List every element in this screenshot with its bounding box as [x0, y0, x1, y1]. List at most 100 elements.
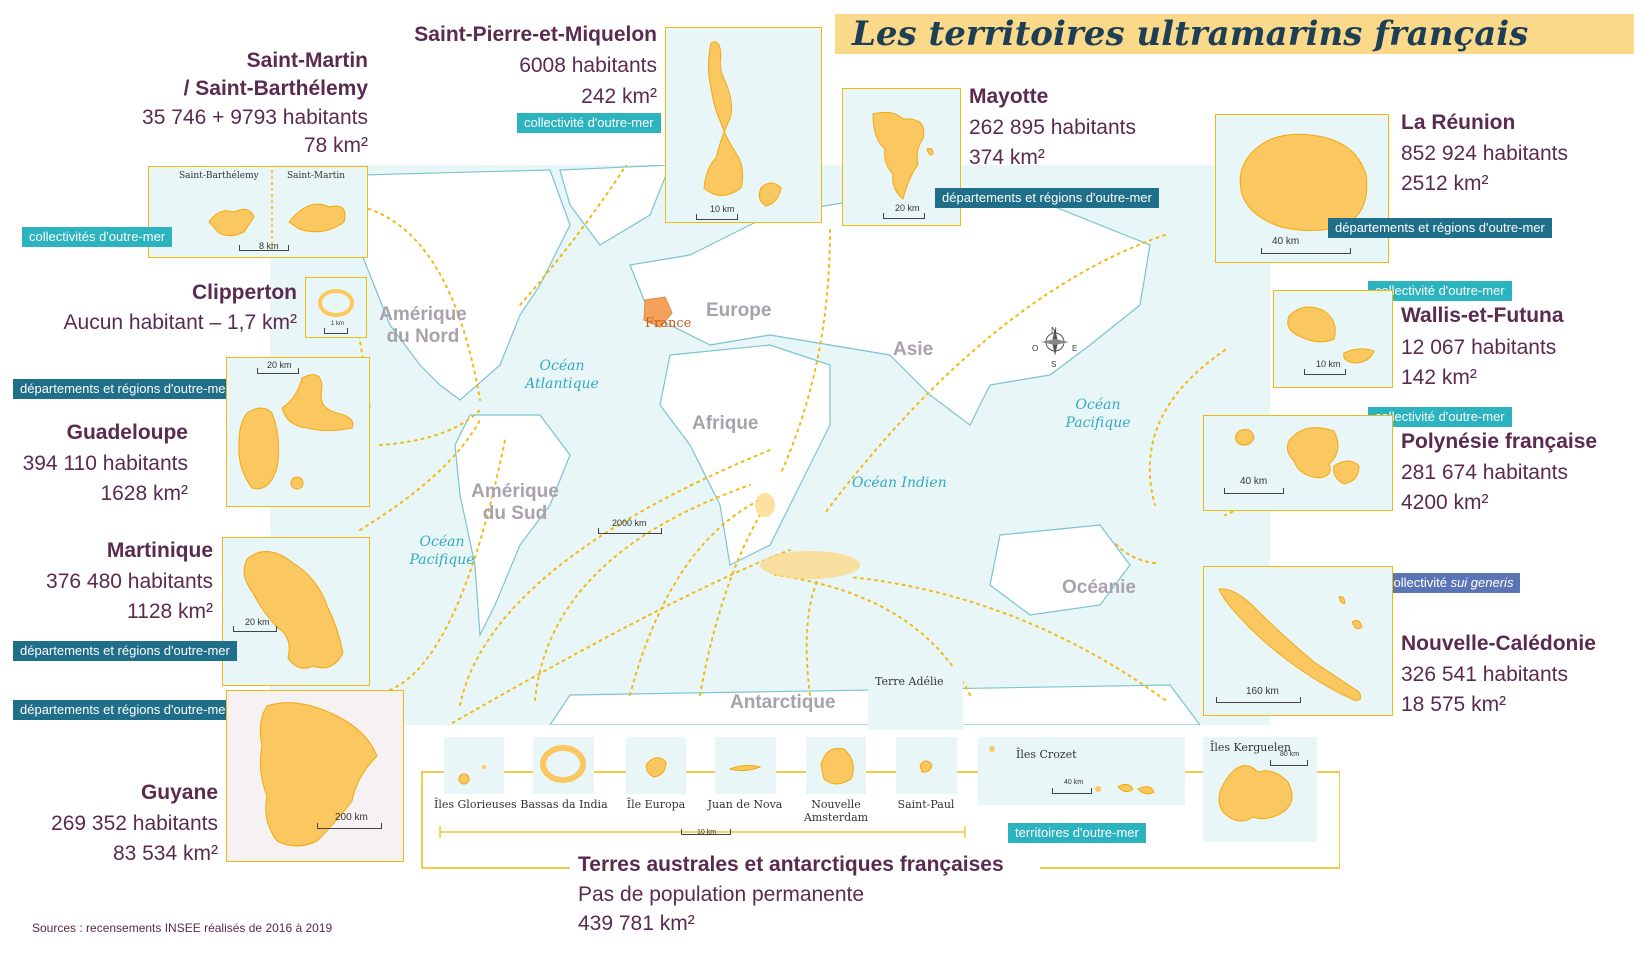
reunion-scale: 40 km: [1272, 236, 1300, 247]
label-ocean-pacifique-west: Océan Pacifique: [409, 534, 475, 568]
label-ocean-pacifique-east: Océan Pacifique: [1065, 397, 1131, 431]
guyane-area: 83 534 km²: [112, 842, 218, 865]
martinique-inset: 20 km: [222, 537, 370, 686]
taaf-area: 439 781 km²: [578, 912, 695, 935]
taaf-status-badge: territoires d'outre-mer: [1008, 823, 1146, 843]
nc-population: 326 541 habitants: [1401, 663, 1568, 686]
guadeloupe-name: Guadeloupe: [66, 421, 188, 444]
martinique-area: 1128 km²: [127, 600, 213, 623]
martinique-population: 376 480 habitants: [46, 570, 213, 593]
taaf-small-scale-bar: [681, 829, 731, 835]
reunion-inset: 40 km: [1215, 114, 1389, 263]
label-afrique: Afrique: [692, 413, 759, 434]
connector-guyane: [389, 439, 506, 691]
polynesie-islands: [1235, 427, 1360, 485]
guyane-inset: 200 km: [226, 690, 404, 862]
europa-tile: [626, 737, 686, 794]
label-oceanie: Océanie: [1062, 577, 1136, 598]
world-map: [270, 165, 1270, 725]
taaf-population: Pas de population permanente: [578, 883, 865, 906]
wallis-area: 142 km²: [1401, 366, 1477, 389]
saint-paul-tile: [896, 737, 957, 794]
label-iles-crozet: Îles Crozet: [1016, 748, 1077, 761]
crozet-scale-bar: [1052, 788, 1092, 794]
polynesie-scale: 40 km: [1240, 476, 1268, 487]
label-france: France: [645, 316, 692, 331]
polynesie-name: Polynésie française: [1401, 430, 1598, 453]
spm-name: Saint-Pierre-et-Miquelon: [414, 23, 657, 46]
terre-adelie-tile: [868, 668, 963, 730]
martinique-status-badge: départements et régions d'outre-mer: [13, 641, 237, 661]
label-ocean-indien: Océan Indien: [852, 475, 947, 491]
reunion-status-badge: départements et régions d'outre-mer: [1328, 218, 1552, 238]
label-nouvelle-amsterdam: Nouvelle Amsterdam: [803, 798, 869, 824]
map-title: Les territoires ultramarins français: [852, 14, 1529, 54]
nc-islands: [1218, 588, 1363, 701]
nc-scale-bar: [1216, 697, 1301, 703]
clipperton-scale: 1 km: [331, 321, 345, 327]
france-shape: [643, 296, 673, 328]
polynesie-inset: 40 km: [1203, 415, 1393, 511]
label-ocean-atlantique: Océan Atlantique: [525, 358, 599, 392]
compass-rose: [1041, 328, 1069, 356]
clipperton-atoll: [318, 289, 354, 317]
saint-martin-islands: [208, 170, 346, 252]
connector-polynesie: [1224, 494, 1256, 516]
reunion-population: 852 924 habitants: [1401, 142, 1568, 165]
taaf-southern-area: [760, 551, 860, 579]
saint-martin-scale-bar: [239, 245, 289, 251]
mayotte-name: Mayotte: [969, 85, 1049, 108]
reunion-island: [1239, 133, 1368, 232]
saint-martin-scale: 8 km: [259, 241, 279, 251]
spm-status-badge: collectivité d'outre-mer: [517, 113, 661, 133]
mayotte-status-badge: départements et régions d'outre-mer: [935, 188, 1159, 208]
wallis-population: 12 067 habitants: [1401, 336, 1557, 359]
taaf-small-scale: 10 km: [697, 829, 717, 836]
guadeloupe-scale-bar: [257, 368, 299, 374]
label-europe: Europe: [706, 300, 772, 321]
spm-area: 242 km²: [581, 85, 657, 108]
world-scale-bar: [598, 528, 662, 534]
label-juan-de-nova: Juan de Nova: [707, 798, 783, 811]
mayotte-island: [872, 111, 934, 200]
guadeloupe-area: 1628 km²: [100, 482, 188, 505]
label-amerique-nord: Amérique du Nord: [379, 304, 467, 347]
spm-scale-bar: [696, 214, 738, 220]
wallis-scale-bar: [1304, 369, 1346, 375]
spm-scale: 10 km: [710, 204, 735, 214]
compass-e: E: [1072, 344, 1078, 353]
martinique-name: Martinique: [106, 539, 213, 562]
connector-martinique: [359, 419, 481, 531]
nc-scale: 160 km: [1246, 686, 1279, 697]
spm-inset: 10 km: [665, 27, 822, 223]
africa-shape: [659, 344, 831, 566]
connector-glorieuses: [459, 449, 771, 706]
guadeloupe-islands: [238, 374, 354, 490]
polynesie-population: 281 674 habitants: [1401, 461, 1568, 484]
label-iles-kerguelen: Îles Kerguelen: [1210, 741, 1291, 754]
connector-amsterdam: [805, 574, 821, 696]
guyane-population: 269 352 habitants: [51, 812, 218, 835]
reunion-scale-bar: [1261, 248, 1351, 254]
mayotte-scale-bar: [883, 213, 925, 219]
polynesie-scale-bar: [1224, 488, 1284, 494]
connector-wallis: [1148, 349, 1226, 506]
polynesie-area: 4200 km²: [1401, 491, 1489, 514]
bassas-tile: [533, 737, 594, 794]
saint-martin-population: 35 746 + 9793 habitants: [142, 106, 368, 129]
spm-islands: [703, 41, 782, 207]
guyane-territory: [259, 702, 378, 847]
saint-martin-name-1: Saint-Martin: [246, 49, 368, 72]
world-scale-text: 2000 km: [612, 518, 647, 528]
guadeloupe-inset: 20 km: [226, 357, 370, 507]
guadeloupe-population: 394 110 habitants: [22, 452, 188, 475]
saint-martin-area: 78 km²: [303, 134, 368, 157]
label-antarctique: Antarctique: [730, 692, 836, 713]
mayotte-scale: 20 km: [895, 203, 920, 213]
crozet-scale: 40 km: [1064, 779, 1084, 786]
crozet-tile: [978, 737, 1185, 805]
spm-population: 6008 habitants: [519, 54, 657, 77]
label-saint-paul: Saint-Paul: [897, 798, 955, 811]
label-asie: Asie: [893, 339, 934, 360]
connector-reunion: [824, 234, 1166, 514]
